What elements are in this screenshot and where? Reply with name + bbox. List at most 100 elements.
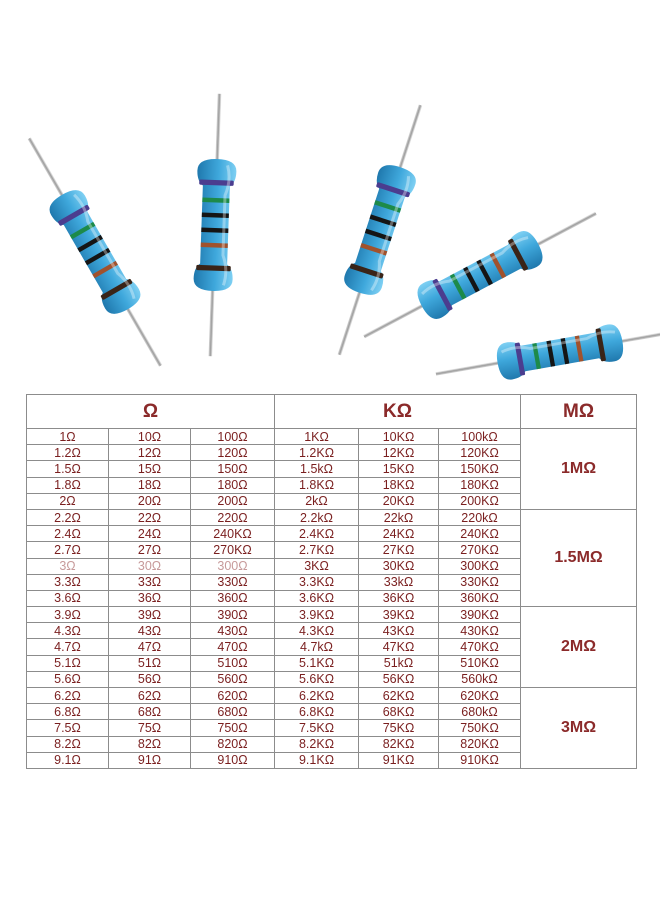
resistance-value-cell: 2Ω xyxy=(26,492,109,510)
resistance-value-cell: 2kΩ xyxy=(274,492,360,510)
resistance-value-cell: 9.1KΩ xyxy=(274,751,360,770)
resistance-value-cell: 3.6KΩ xyxy=(274,589,360,608)
resistance-value-cell: 7.5KΩ xyxy=(274,719,360,737)
resistance-value-cell: 27Ω xyxy=(108,541,191,559)
resistance-value-cell: 4.7Ω xyxy=(26,638,109,656)
resistance-value-cell: 43Ω xyxy=(108,622,191,640)
resistance-value-cell: 1.2Ω xyxy=(26,444,109,462)
resistance-value-cell: 33Ω xyxy=(108,573,191,591)
resistance-value-cell: 47Ω xyxy=(108,638,191,656)
resistance-value-cell: 120Ω xyxy=(189,444,276,462)
resistance-value-cell: 180Ω xyxy=(189,476,276,494)
resistance-value-cell: 100Ω xyxy=(189,427,276,446)
resistance-value-cell: 1KΩ xyxy=(274,427,360,446)
resistance-value-cell: 560kΩ xyxy=(438,670,522,689)
resistance-value-cell: 24KΩ xyxy=(358,525,440,543)
resistance-value-cell: 220kΩ xyxy=(438,508,522,527)
resistance-value-cell: 240KΩ xyxy=(438,525,522,543)
resistance-value-cell: 15KΩ xyxy=(358,460,440,478)
resistance-value-cell: 33kΩ xyxy=(358,573,440,591)
resistance-value-cell: 6.8KΩ xyxy=(274,703,360,721)
resistance-value-cell: 82KΩ xyxy=(358,735,440,753)
resistance-value-cell: 330KΩ xyxy=(438,573,522,591)
resistance-value-cell: 20KΩ xyxy=(358,492,440,510)
mohm-value-cell: 1.5MΩ xyxy=(520,508,638,608)
resistance-value-cell: 91KΩ xyxy=(358,751,440,770)
resistance-value-cell: 39Ω xyxy=(108,606,191,624)
resistance-value-cell: 47KΩ xyxy=(358,638,440,656)
resistance-value-cell: 270KΩ xyxy=(438,541,522,559)
resistance-value-cell: 3.3Ω xyxy=(26,573,109,591)
resistance-value-cell: 43KΩ xyxy=(358,622,440,640)
resistance-value-cell: 620Ω xyxy=(189,686,276,705)
mohm-header: MΩ xyxy=(520,394,638,429)
resistance-value-cell: 820Ω xyxy=(189,735,276,753)
resistance-value-cell: 300KΩ xyxy=(438,557,522,575)
resistance-value-cell: 270KΩ xyxy=(189,541,276,559)
resistance-value-cell: 20Ω xyxy=(108,492,191,510)
resistance-value-cell: 62KΩ xyxy=(358,686,440,705)
resistance-value-cell: 5.1KΩ xyxy=(274,654,360,672)
resistance-value-cell: 3.6Ω xyxy=(26,589,109,608)
resistance-value-cell: 68Ω xyxy=(108,703,191,721)
resistor-2 xyxy=(189,91,241,359)
resistance-value-cell: 51kΩ xyxy=(358,654,440,672)
resistance-value-cell: 2.2Ω xyxy=(26,508,109,527)
resistance-value-cell: 5.6Ω xyxy=(26,670,109,689)
resistance-value-cell: 390KΩ xyxy=(438,606,522,624)
resistance-value-cell: 750Ω xyxy=(189,719,276,737)
resistance-value-cell: 12Ω xyxy=(108,444,191,462)
resistance-value-cell: 22Ω xyxy=(108,508,191,527)
mohm-value-cell: 2MΩ xyxy=(520,606,638,688)
resistance-value-cell: 24Ω xyxy=(108,525,191,543)
resistance-value-cell: 1.8Ω xyxy=(26,476,109,494)
resistance-value-cell: 1Ω xyxy=(26,427,109,446)
resistance-value-cell: 36KΩ xyxy=(358,589,440,608)
resistance-value-cell: 3Ω xyxy=(26,557,109,575)
resistance-value-cell: 120KΩ xyxy=(438,444,522,462)
ohm-header: Ω xyxy=(25,394,276,429)
resistance-value-cell: 82Ω xyxy=(108,735,191,753)
resistance-value-cell: 6.2KΩ xyxy=(274,686,360,705)
resistance-value-cell: 68KΩ xyxy=(358,703,440,721)
resistance-value-cell: 3KΩ xyxy=(274,557,360,575)
resistance-value-cell: 510Ω xyxy=(189,654,276,672)
resistance-value-cell: 10KΩ xyxy=(358,427,440,446)
resistance-value-cell: 18Ω xyxy=(108,476,191,494)
resistance-value-cell: 62Ω xyxy=(108,686,191,705)
resistance-value-cell: 240KΩ xyxy=(189,525,276,543)
resistance-value-cell: 39KΩ xyxy=(358,606,440,624)
resistance-value-cell: 360Ω xyxy=(189,589,276,608)
resistance-value-cell: 8.2Ω xyxy=(26,735,109,753)
resistance-value-cell: 75Ω xyxy=(108,719,191,737)
resistance-value-cell: 91Ω xyxy=(108,751,191,770)
resistance-value-cell: 3.9Ω xyxy=(26,606,109,624)
mohm-value-cell: 1MΩ xyxy=(520,428,638,510)
resistance-value-cell: 2.4KΩ xyxy=(274,525,360,543)
resistance-value-cell: 2.4Ω xyxy=(26,525,109,543)
resistance-value-cell: 6.2Ω xyxy=(26,686,109,705)
resistance-value-cell: 200KΩ xyxy=(438,492,522,510)
resistance-value-cell: 4.3Ω xyxy=(26,622,109,640)
resistance-value-cell: 560Ω xyxy=(189,670,276,689)
resistance-value-cell: 56KΩ xyxy=(358,670,440,689)
resistance-value-cell: 360KΩ xyxy=(438,589,522,608)
resistance-value-cell: 820KΩ xyxy=(438,735,522,753)
resistance-value-cell: 75KΩ xyxy=(358,719,440,737)
resistance-value-cell: 680kΩ xyxy=(438,703,522,721)
resistance-value-cell: 1.2KΩ xyxy=(274,444,360,462)
resistance-value-cell: 430KΩ xyxy=(438,622,522,640)
resistance-value-cell: 15Ω xyxy=(108,460,191,478)
resistance-value-cell: 1.8KΩ xyxy=(274,476,360,494)
